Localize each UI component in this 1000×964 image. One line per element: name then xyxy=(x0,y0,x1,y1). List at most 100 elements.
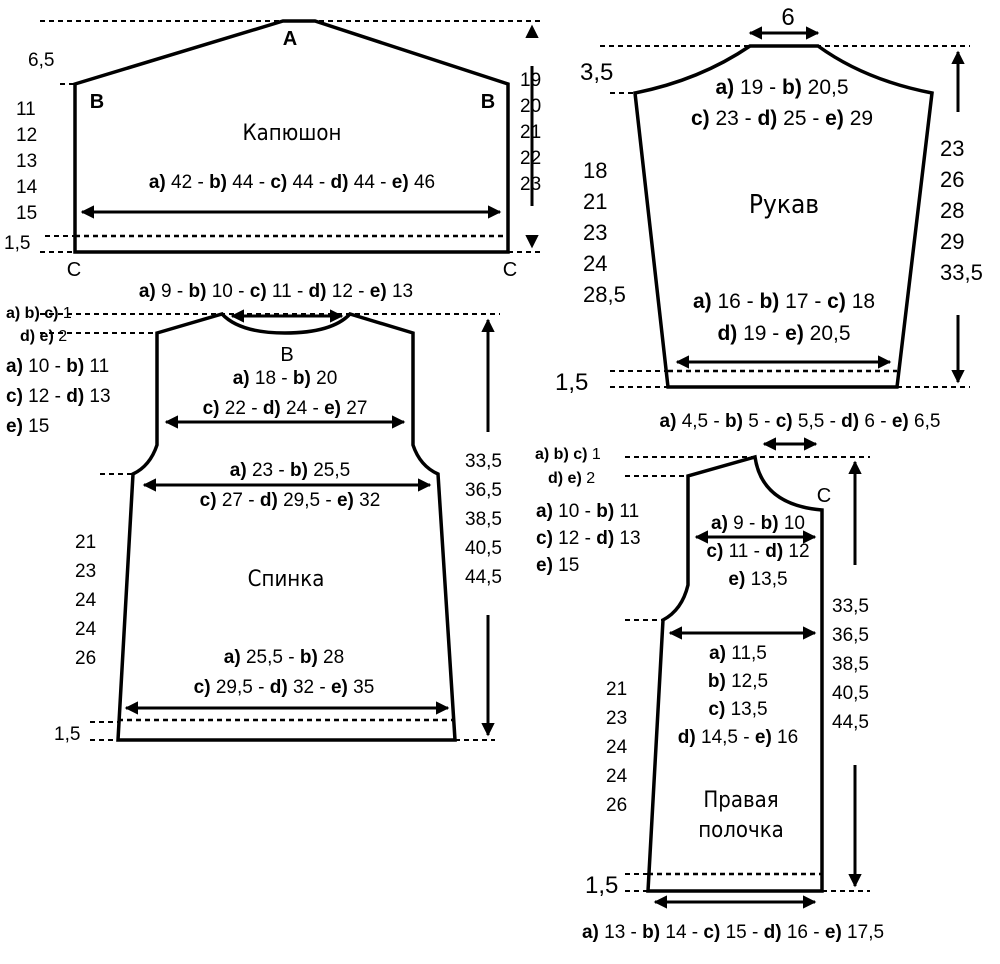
hood-piece: A B B C C Капюшон a) 42 - b) 44 - c) 44 … xyxy=(4,19,541,281)
back-armhole-depth-line: c) 12 - d) 13 xyxy=(6,386,111,407)
back-shoulder-width-line: c) 22 - d) 24 - e) 27 xyxy=(203,398,368,419)
back-shoulder-width-line: a) 18 - b) 20 xyxy=(233,368,338,389)
front-side-height-value: 21 xyxy=(606,679,627,700)
front-side-height-value: 24 xyxy=(606,766,628,787)
back-chest-width: a) 23 - b) 25,5 c) 27 - d) 29,5 - e) 32 xyxy=(200,460,381,511)
front-chest-width-line: a) 11,5 xyxy=(709,643,767,664)
back-chest-width-line: a) 23 - b) 25,5 xyxy=(230,460,350,481)
back-outline xyxy=(116,312,457,742)
sleeve-side-height-value: 24 xyxy=(583,251,607,276)
sleeve-title: Рукав xyxy=(749,190,819,220)
back-point-b: B xyxy=(280,344,293,366)
hood-title: Капюшон xyxy=(243,121,342,146)
hood-right-height-value: 21 xyxy=(520,122,541,143)
hood-width-label: a) 42 - b) 44 - c) 44 - d) 44 - e) 46 xyxy=(149,172,435,193)
back-armhole-depth-line: a) 10 - b) 11 xyxy=(6,356,109,377)
front-total-height-value: 40,5 xyxy=(832,683,869,704)
back-total-height-value: 40,5 xyxy=(465,538,502,559)
front-shoulder-width-line: e) 13,5 xyxy=(728,569,787,590)
hood-hem-label: 1,5 xyxy=(4,233,30,254)
hood-point-b-left: B xyxy=(90,91,104,113)
front-side-height-value: 24 xyxy=(606,737,628,758)
hood-right-height-value: 19 xyxy=(520,70,541,91)
sleeve-bottom-label: a) 4,5 - b) 5 - c) 5,5 - d) 6 - e) 6,5 xyxy=(660,411,941,432)
hood-point-a: A xyxy=(283,28,297,50)
back-neck-depth-2: d) e) 2 xyxy=(20,328,67,345)
front-total-heights: 33,5 36,5 38,5 40,5 44,5 xyxy=(832,596,869,733)
back-side-height-value: 24 xyxy=(75,619,97,640)
front-shoulder-width-line: a) 9 - b) 10 xyxy=(711,513,805,534)
back-armhole-depth: a) 10 - b) 11 c) 12 - d) 13 e) 15 xyxy=(6,356,111,437)
back-side-heights: 21 23 24 24 26 xyxy=(75,532,97,669)
back-total-height-value: 36,5 xyxy=(465,480,502,501)
front-shoulder-width: a) 9 - b) 10 c) 11 - d) 12 e) 13,5 xyxy=(706,513,809,590)
sleeve-cuff-width-line: d) 19 - e) 20,5 xyxy=(717,322,850,345)
back-title: Спинка xyxy=(248,567,325,592)
front-chest-width-line: d) 14,5 - e) 16 xyxy=(678,727,798,748)
sleeve-cuff-width-line: a) 16 - b) 17 - c) 18 xyxy=(693,290,875,313)
back-hem-label: 1,5 xyxy=(54,724,80,745)
sleeve-cap-offset: 3,5 xyxy=(580,59,613,86)
front-side-height-value: 26 xyxy=(606,795,627,816)
back-hem-width: a) 25,5 - b) 28 c) 29,5 - d) 32 - e) 35 xyxy=(194,647,375,698)
hood-side-height-value: 12 xyxy=(16,125,37,146)
front-title-line1: Правая xyxy=(703,788,778,813)
front-armhole-depth-line: a) 10 - b) 11 xyxy=(536,501,639,522)
sleeve-side-height-value: 18 xyxy=(583,158,607,183)
back-piece: a) 9 - b) 10 - c) 11 - d) 12 - e) 13 B С… xyxy=(6,281,502,745)
back-neck-depth-1: a) b) c) 1 xyxy=(6,305,72,322)
hood-side-height-value: 14 xyxy=(16,177,38,198)
back-total-height-value: 38,5 xyxy=(465,509,502,530)
hood-side-height-value: 11 xyxy=(16,99,36,120)
back-side-height-value: 24 xyxy=(75,590,97,611)
back-side-height-value: 23 xyxy=(75,561,96,582)
back-hem-width-line: a) 25,5 - b) 28 xyxy=(224,647,344,668)
sleeve-right-height-value: 28 xyxy=(940,198,964,223)
front-armhole-depth-line: e) 15 xyxy=(536,555,579,576)
back-total-heights: 33,536,538,540,544,5 xyxy=(465,451,502,588)
front-total-height-value: 36,5 xyxy=(832,625,869,646)
front-total-height-value: 44,5 xyxy=(832,712,869,733)
front-chest-width: a) 11,5b) 12,5c) 13,5d) 14,5 - e) 16 xyxy=(678,643,798,748)
back-shoulder-width: a) 18 - b) 20 c) 22 - d) 24 - e) 27 xyxy=(203,368,368,419)
sleeve-right-height-value: 23 xyxy=(940,136,964,161)
sleeve-top-width: 6 xyxy=(781,4,794,31)
back-armhole-depth-line: e) 15 xyxy=(6,416,49,437)
sleeve-piece: 6 3,5 Рукав a) 19 - b) 20,5 c) 23 - d) 25… xyxy=(555,4,983,432)
sleeve-side-height-value: 23 xyxy=(583,220,607,245)
back-chest-width-line: c) 27 - d) 29,5 - e) 32 xyxy=(200,490,381,511)
front-chest-width-line: b) 12,5 xyxy=(708,671,768,692)
front-total-height-value: 38,5 xyxy=(832,654,869,675)
front-title-line2: полочка xyxy=(698,818,784,843)
sleeve-cap-width: a) 19 - b) 20,5 c) 23 - d) 25 - e) 29 xyxy=(691,76,873,130)
back-side-height-value: 21 xyxy=(75,532,96,553)
hood-right-height-value: 20 xyxy=(520,96,541,117)
front-neck-depth-2: d) e) 2 xyxy=(548,470,595,487)
hood-right-height-value: 22 xyxy=(520,148,541,169)
sleeve-hem-label: 1,5 xyxy=(555,369,588,396)
sleeve-right-height-value: 33,5 xyxy=(940,260,983,285)
hood-point-b-right: B xyxy=(481,91,495,113)
back-hem-width-line: c) 29,5 - d) 32 - e) 35 xyxy=(194,677,375,698)
front-hem-label: 1,5 xyxy=(585,872,618,899)
sleeve-cap-width-line: c) 23 - d) 25 - e) 29 xyxy=(691,107,873,130)
sleeve-cap-width-line: a) 19 - b) 20,5 xyxy=(715,76,848,99)
front-armhole-depth: a) 10 - b) 11 c) 12 - d) 13 e) 15 xyxy=(536,501,641,576)
hood-side-height-value: 15 xyxy=(16,203,37,224)
back-side-height-value: 26 xyxy=(75,648,96,669)
front-shoulder-width-line: c) 11 - d) 12 xyxy=(706,541,809,562)
back-neck-width-label: a) 9 - b) 10 - c) 11 - d) 12 - e) 13 xyxy=(139,281,413,302)
back-total-height-value: 33,5 xyxy=(465,451,502,472)
sleeve-right-height-value: 29 xyxy=(940,229,964,254)
front-neck-depth-1: a) b) c) 1 xyxy=(535,446,601,463)
front-total-height-value: 33,5 xyxy=(832,596,869,617)
front-armhole-depth-line: c) 12 - d) 13 xyxy=(536,528,641,549)
front-bottom-label: a) 13 - b) 14 - c) 15 - d) 16 - e) 17,5 xyxy=(582,922,884,943)
sleeve-cuff-width: a) 16 - b) 17 - c) 18 d) 19 - e) 20,5 xyxy=(693,290,875,345)
